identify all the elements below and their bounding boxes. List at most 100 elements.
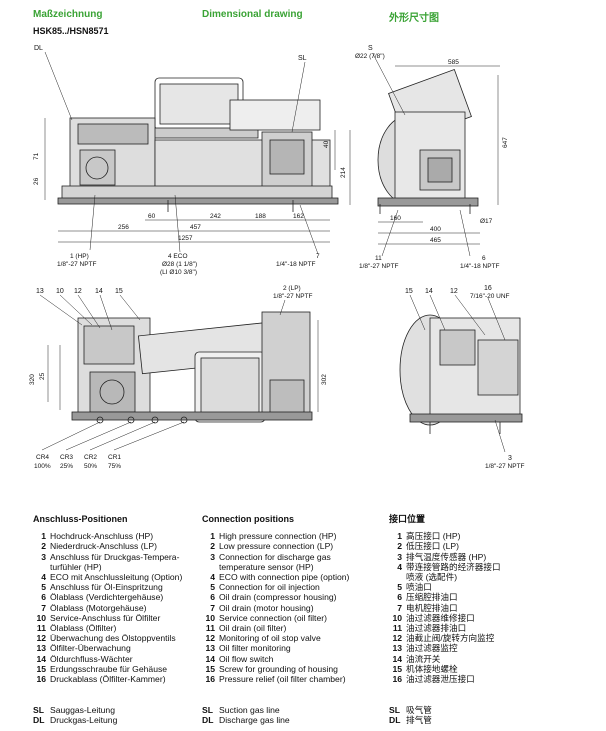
dim-647: 647 [502, 137, 509, 148]
callout-14: 14 [95, 288, 103, 295]
callout-1-thread: 1/8"-27 NPTF [57, 261, 97, 268]
legend-item-text: 油过滤器维修接口 [406, 612, 475, 623]
legend-item-number [202, 562, 219, 572]
callout-6-thread: 1/4"-18 NPTF [460, 263, 500, 270]
callout-6: 6 [482, 255, 486, 262]
dim-214: 214 [340, 167, 347, 178]
legend-item-number: 13 [36, 643, 46, 654]
legend-item-text: Öldurchfluss-Wächter [50, 653, 133, 664]
legend-item-text: 油流开关 [406, 653, 441, 664]
legend-item: 6 压缩腔排油口 [389, 592, 501, 602]
legend-title-cn: 接口位置 [389, 514, 426, 524]
legend-item-number: 16 [205, 674, 215, 685]
legend-item-number: 16 [36, 674, 46, 685]
callout-10: 10 [56, 288, 64, 295]
legend-item-number: 13 [392, 643, 402, 654]
legend-item-number: 15 [205, 663, 215, 674]
gas-line-abbr: DL [389, 715, 401, 726]
legend-item-number: 5 [397, 582, 402, 593]
legend-item: turfühler (HP) [33, 562, 182, 572]
legend-item-text: Überwachung des Ölstoppventils [50, 633, 176, 644]
gas-line-text: 排气管 [406, 715, 432, 726]
callout-11-thread: 1/8"-27 NPTF [359, 263, 399, 270]
legend-item-text: Oil drain (oil filter) [219, 623, 287, 634]
legend-item-number: 10 [205, 612, 215, 623]
callout-13: 13 [36, 288, 44, 295]
legend-item-text: Connection for oil injection [219, 582, 320, 593]
legend-item-number: 1 [41, 531, 46, 542]
legend-item-number: 3 [41, 551, 46, 562]
legend-item-text: 压缩腔排油口 [406, 592, 458, 603]
dim-242: 242 [210, 213, 221, 220]
legend-item-text: Screw for grounding of housing [219, 663, 338, 674]
legend-item-number: 13 [205, 643, 215, 654]
legend-item-text: Druckablass (Ölfilter-Kammer) [50, 674, 166, 685]
callout-cr4: CR4 [36, 454, 49, 461]
legend-item-text: 喷油口 [406, 582, 432, 593]
callout-cr1: CR1 [108, 454, 121, 461]
legend-item-text: Ölablass (Verdichtergehäuse) [50, 592, 164, 603]
legend-item-number: 2 [210, 541, 215, 552]
callout-15-right: 15 [405, 288, 413, 295]
callout-12-right: 12 [450, 288, 458, 295]
legend-item-text: turfühler (HP) [50, 561, 102, 572]
legend-item-number: 11 [36, 623, 46, 634]
legend-item-text: Oil flow switch [219, 653, 274, 664]
gas-line-text: 吸气管 [406, 705, 432, 715]
legend-item-number: 15 [36, 663, 46, 674]
legend-item-text: Service connection (oil filter) [219, 612, 327, 623]
legend-item-number: 10 [36, 612, 46, 623]
legend-item-text: temperature sensor (HP) [219, 561, 314, 572]
legend-item-text: ECO mit Anschlussleitung (Option) [50, 572, 183, 583]
legend-item: 喷液 (选配件) [389, 572, 501, 582]
label-75pct: 75% [108, 463, 121, 470]
dim-25: 25 [39, 372, 46, 380]
dim-60: 60 [148, 213, 156, 220]
callout-hole: Ø17 [480, 218, 493, 225]
legend-item: 10 Service connection (oil filter) [202, 613, 349, 623]
legend-title-de: Anschluss-Positionen [33, 514, 128, 524]
callout-s: S [368, 45, 373, 52]
legend-item-number: 7 [210, 602, 215, 613]
legend-item-number: 6 [397, 592, 402, 603]
gas-line-text: Druckgas-Leitung [50, 715, 118, 726]
legend-item-text: Oil drain (motor housing) [219, 602, 314, 613]
legend-item-text: Niederdruck-Anschluss (LP) [50, 541, 157, 552]
legend-item: 16 Druckablass (Ölfilter-Kammer) [33, 674, 182, 684]
gas-line-abbr: SL [389, 705, 400, 715]
callout-7: 7 [316, 253, 320, 260]
gas-lines-cn: SL 吸气管 DL 排气管 [389, 705, 432, 725]
callout-11: 11 [375, 255, 382, 262]
dim-40: 40 [323, 140, 330, 148]
legend-item-text: 油截止阀/旋转方向监控 [406, 633, 495, 644]
legend-item-number: 3 [397, 551, 402, 562]
legend-item-text: 机体接地螺栓 [406, 663, 458, 674]
legend-item-number [33, 562, 50, 572]
legend-item-text: Oil filter monitoring [219, 643, 291, 654]
legend-item-text: 低压接口 (LP) [406, 541, 459, 552]
callout-2-thread: 1/8"-27 NPTF [273, 293, 313, 300]
legend-item-text: Ölfilter-Überwachung [50, 643, 131, 654]
legend-item-text: Monitoring of oil stop valve [219, 633, 321, 644]
